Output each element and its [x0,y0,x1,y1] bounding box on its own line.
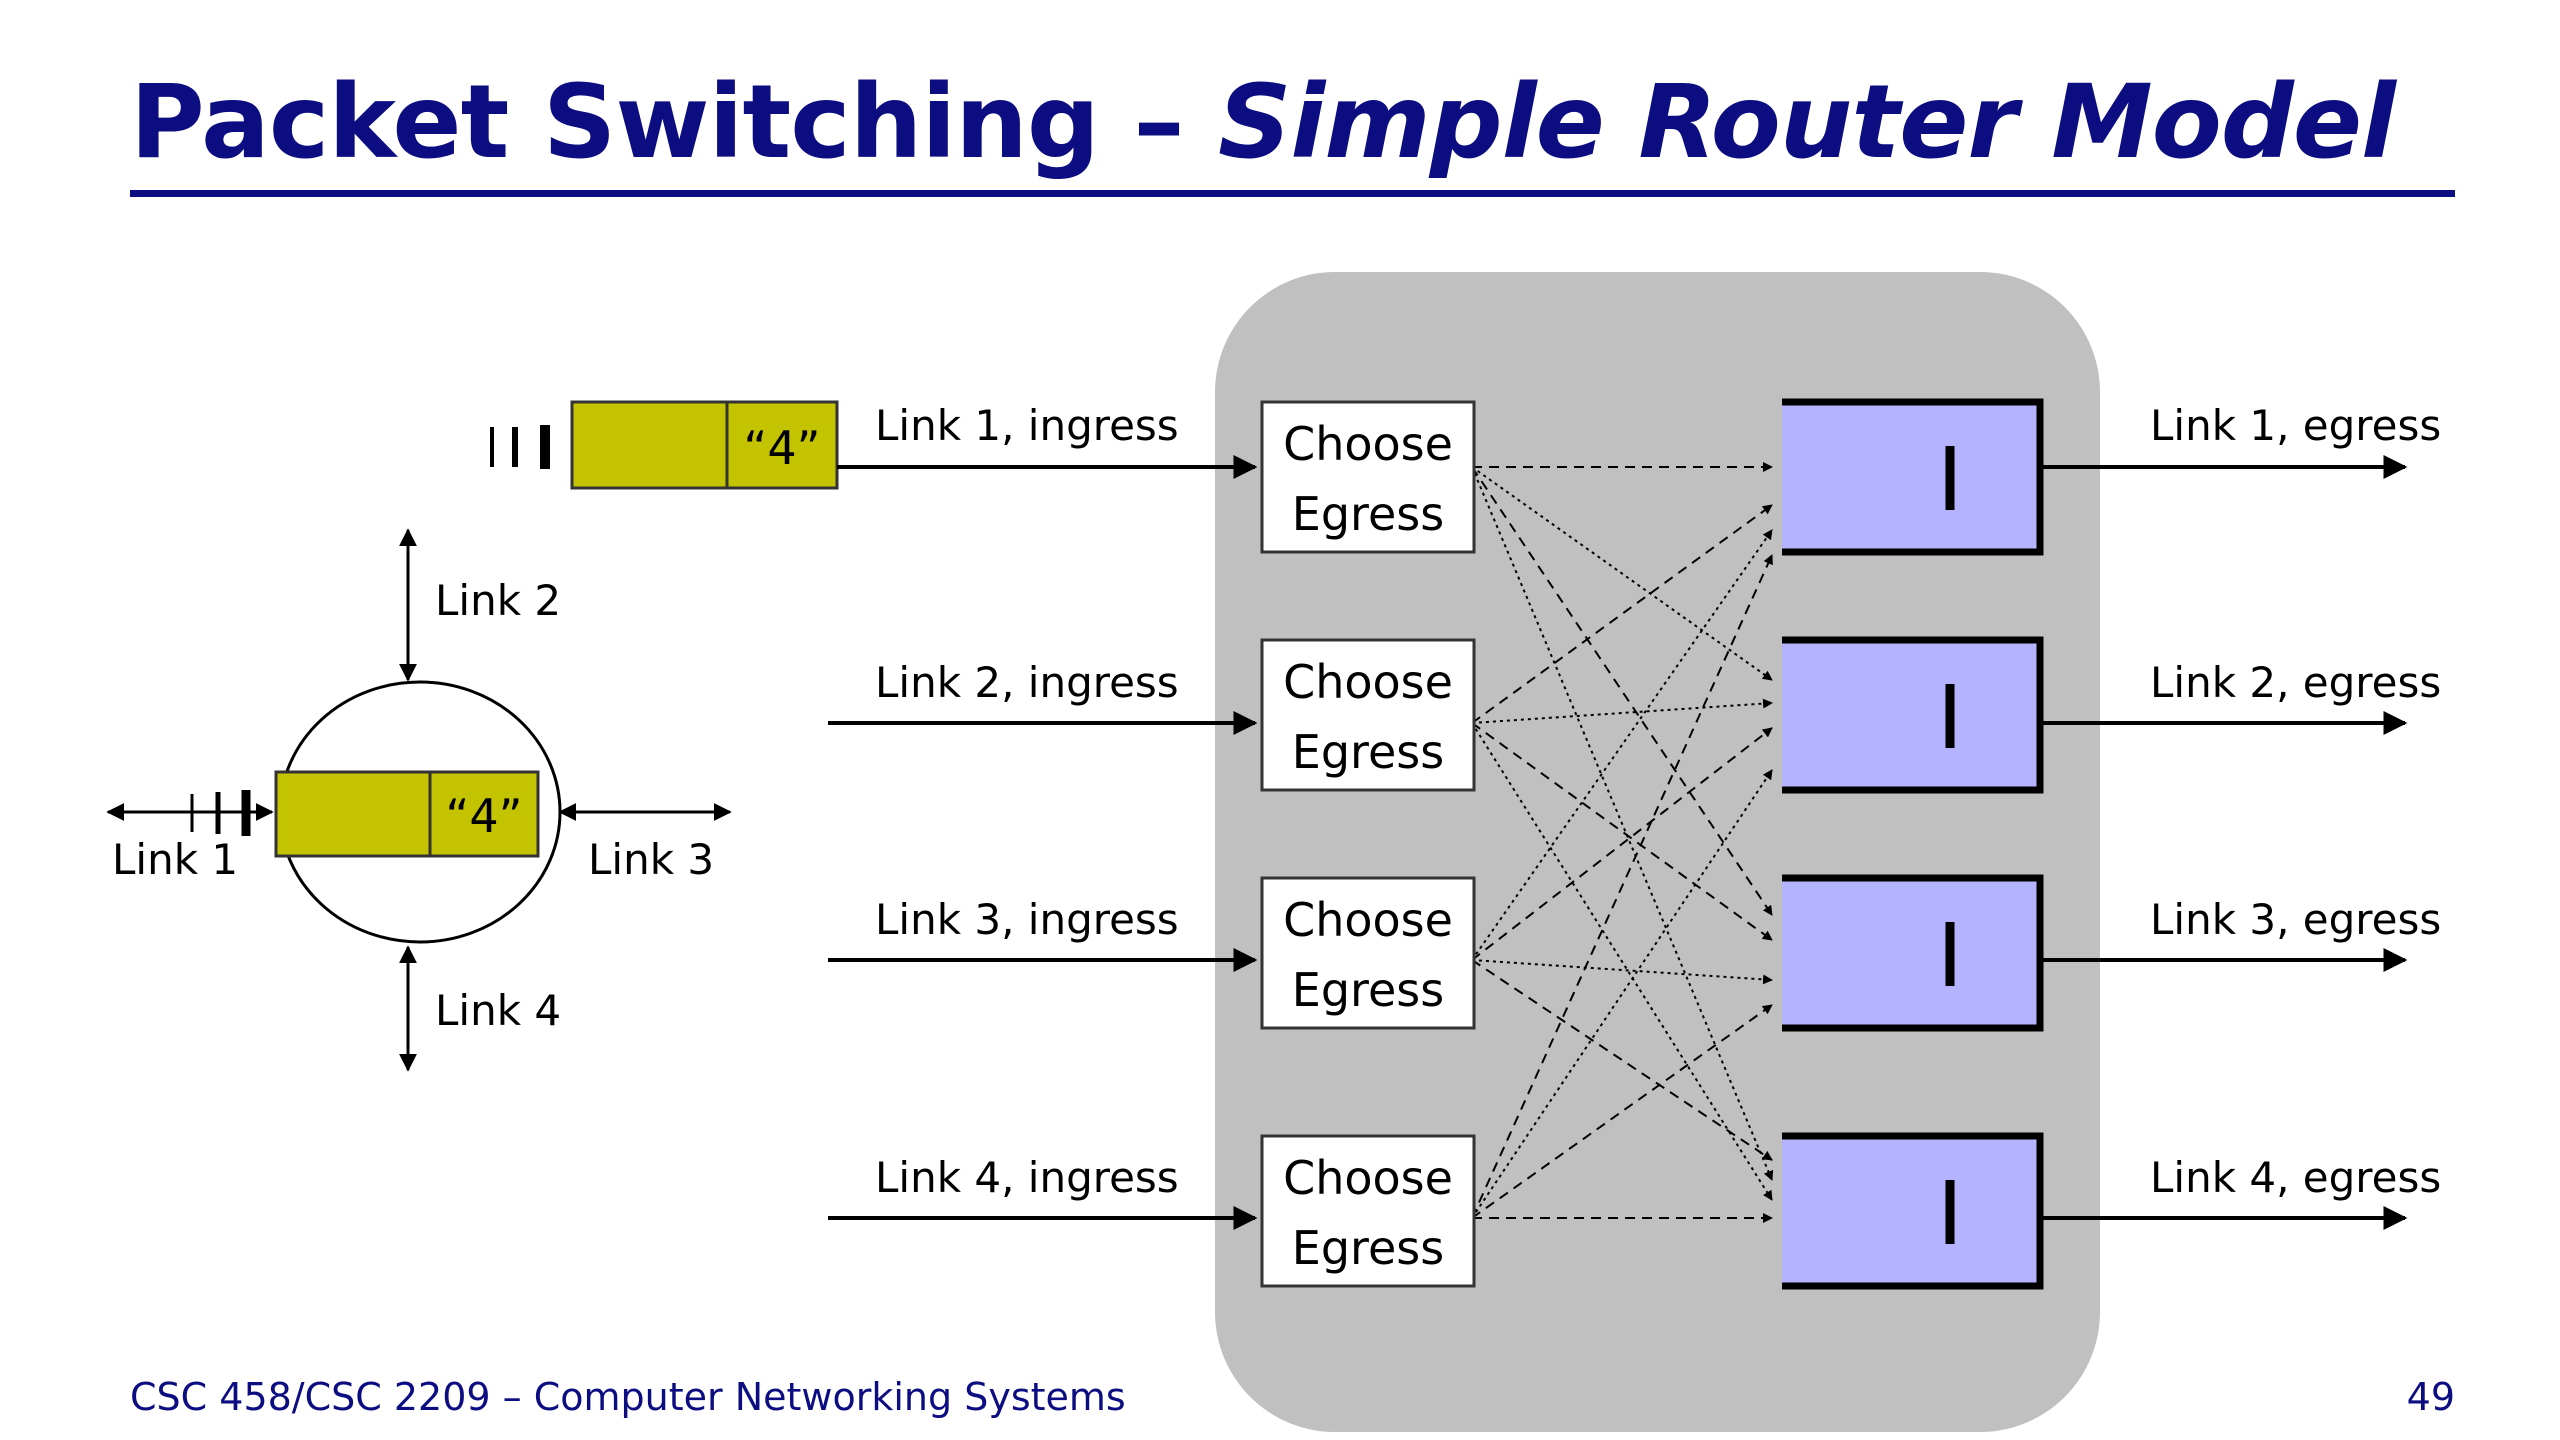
router-node: “4” Link 1 Link 2 Link 3 Link 4 [106,528,732,1072]
crossbar-lines [1471,462,1774,1223]
egress-links: Link 1, egress Link 2, egress Link 3, eg… [2040,401,2441,1230]
egress-label-1: Link 1, egress [2150,401,2441,450]
ingress-label-4: Link 4, ingress [875,1153,1179,1202]
node-link-1: Link 1 [112,835,238,884]
choose-box-4-line2: Egress [1292,1221,1444,1275]
packet-label-top: “4” [744,421,821,475]
incoming-packet: “4” [490,400,839,490]
node-link-2: Link 2 [435,576,561,625]
footer-course: CSC 458/CSC 2209 – Computer Networking S… [130,1375,1126,1419]
choose-box-3-line2: Egress [1292,963,1444,1017]
choose-box-1-line2: Egress [1292,487,1444,541]
packet-label-node: “4” [446,789,523,843]
egress-label-3: Link 3, egress [2150,895,2441,944]
ingress-label-2: Link 2, ingress [875,658,1179,707]
egress-label-4: Link 4, egress [2150,1153,2441,1202]
choose-box-4-line1: Choose [1283,1151,1453,1205]
title-sub: Simple Router Model [1217,63,2396,182]
output-queues [1782,398,2044,1290]
choose-box-2-line1: Choose [1283,655,1453,709]
node-link-3: Link 3 [588,835,714,884]
queue-3 [1782,874,2044,1032]
ingress-links: Link 1, ingress Link 2, ingress Link 3, … [828,401,1258,1230]
egress-label-2: Link 2, egress [2150,658,2441,707]
choose-box-1-line1: Choose [1283,417,1453,471]
choose-egress-boxes: Choose Egress Choose Egress Choose Egres… [1260,400,1476,1288]
page-number: 49 [2406,1375,2455,1419]
queue-1 [1782,398,2044,556]
choose-box-3-line1: Choose [1283,893,1453,947]
title-underline [130,190,2455,197]
title-main: Packet Switching – [130,63,1218,182]
ingress-label-3: Link 3, ingress [875,895,1179,944]
choose-box-2-line2: Egress [1292,725,1444,779]
queue-4 [1782,1132,2044,1290]
node-link-4: Link 4 [435,986,561,1035]
queue-2 [1782,636,2044,794]
ingress-label-1: Link 1, ingress [875,401,1179,450]
slide-title: Packet Switching – Simple Router Model [130,62,2396,184]
